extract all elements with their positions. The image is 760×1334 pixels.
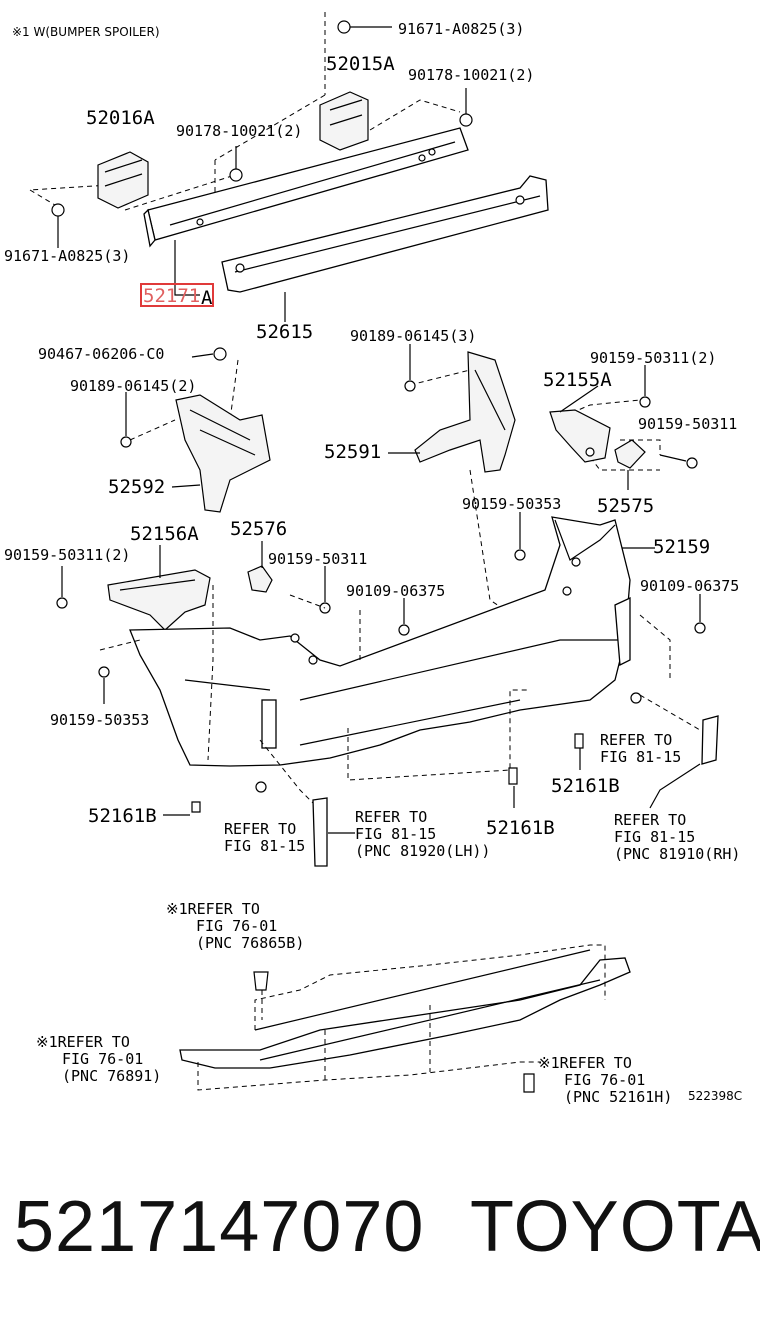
label-refer-76865-line1: ※1REFER TO [166, 900, 260, 918]
label-90189-06145-right: 90189-06145(3) [350, 327, 476, 345]
label-90159-50311-left: 90159-50311(2) [4, 546, 130, 564]
label-refer-52161h-line1: ※1REFER TO [538, 1054, 632, 1072]
label-52156a: 52156A [130, 523, 199, 545]
label-90159-50311-top: 90159-50311(2) [590, 349, 716, 367]
bracket-52575 [614, 439, 646, 469]
label-refer-76865-line2: FIG 76-01 [196, 917, 277, 935]
label-90189-06145-left: 90189-06145(2) [70, 377, 196, 395]
label-52592: 52592 [108, 476, 165, 498]
label-90178-10021-left: 90178-10021(2) [176, 122, 302, 140]
label-refer-81920-line1: REFER TO [355, 808, 427, 826]
reflector-rh [701, 715, 719, 765]
bolt-icon [51, 20, 473, 248]
label-90159-50311-right: 90159-50311 [638, 415, 737, 433]
bracket-52015A [319, 91, 369, 151]
bracket-52592 [175, 394, 271, 513]
clip-icon [191, 692, 642, 813]
label-52171-suffix: A [201, 287, 213, 309]
bumper-spoiler [179, 949, 631, 1069]
parts-diagram: ※1 W(BUMPER SPOILER) 9167 [4, 12, 742, 1106]
footer-brand: TOYOTA [470, 1187, 760, 1267]
label-52159: 52159 [653, 536, 710, 558]
label-refer-76891-line2: FIG 76-01 [62, 1050, 143, 1068]
label-90159-50353-left: 90159-50353 [50, 711, 149, 729]
label-52015a: 52015A [326, 53, 395, 75]
label-52171-highlighted: 52171 [143, 285, 200, 307]
bumper-reinforcement-52171A [143, 127, 469, 248]
label-refer-52161h-line3: (PNC 52161H) [564, 1088, 672, 1106]
label-refer-81-15-b-line2: FIG 81-15 [600, 748, 681, 766]
label-90109-06375-right: 90109-06375 [640, 577, 739, 595]
energy-absorber-52615 [221, 175, 549, 293]
label-90159-50353-top: 90159-50353 [462, 495, 561, 513]
label-refer-81920-line2: FIG 81-15 [355, 825, 436, 843]
bolt-icon [56, 344, 706, 704]
bracket-52591 [414, 351, 516, 473]
label-refer-52161h-line2: FIG 76-01 [564, 1071, 645, 1089]
label-52155a: 52155A [543, 369, 612, 391]
spoiler-note: ※1 W(BUMPER SPOILER) [12, 25, 160, 39]
label-refer-81-15-a-line1: REFER TO [224, 820, 296, 838]
label-refer-81920-line3: (PNC 81920(LH)) [355, 842, 490, 860]
label-90178-10021-right: 90178-10021(2) [408, 66, 534, 84]
label-refer-81910-line2: FIG 81-15 [614, 828, 695, 846]
label-refer-81910-line1: REFER TO [614, 811, 686, 829]
bracket-52016A [97, 151, 149, 209]
label-90159-50311-center: 90159-50311 [268, 550, 367, 568]
label-refer-76865-line3: (PNC 76865B) [196, 934, 304, 952]
label-refer-76891-line3: (PNC 76891) [62, 1067, 161, 1085]
clip-icon [253, 971, 535, 1093]
label-refer-81-15-a-line2: FIG 81-15 [224, 837, 305, 855]
label-refer-76891-line1: ※1REFER TO [36, 1033, 130, 1051]
label-52591: 52591 [324, 441, 381, 463]
label-refer-81910-line3: (PNC 81910(RH) [614, 845, 740, 863]
clip-52576 [247, 565, 273, 593]
highlight-box [140, 283, 214, 307]
bumper-cover-52159 [129, 516, 631, 767]
label-52615: 52615 [256, 321, 313, 343]
label-91671-a0825-top: 91671-A0825(3) [398, 20, 524, 38]
retainer-52155A [549, 409, 611, 463]
label-52161b-left: 52161B [88, 805, 157, 827]
label-91671-a0825-left: 91671-A0825(3) [4, 247, 130, 265]
figure-code: 522398C [688, 1089, 742, 1103]
label-52161b-right: 52161B [551, 775, 620, 797]
label-90109-06375-center: 90109-06375 [346, 582, 445, 600]
reflector-lh [312, 797, 328, 867]
label-52161b-mid: 52161B [486, 817, 555, 839]
label-52576: 52576 [230, 518, 287, 540]
footer-part-number: 5217147070 [14, 1187, 425, 1267]
label-90467-06206-c0: 90467-06206-C0 [38, 345, 164, 363]
retainer-52156A [107, 569, 211, 631]
label-52575: 52575 [597, 495, 654, 517]
label-refer-81-15-b-line1: REFER TO [600, 731, 672, 749]
label-52016a: 52016A [86, 107, 155, 129]
